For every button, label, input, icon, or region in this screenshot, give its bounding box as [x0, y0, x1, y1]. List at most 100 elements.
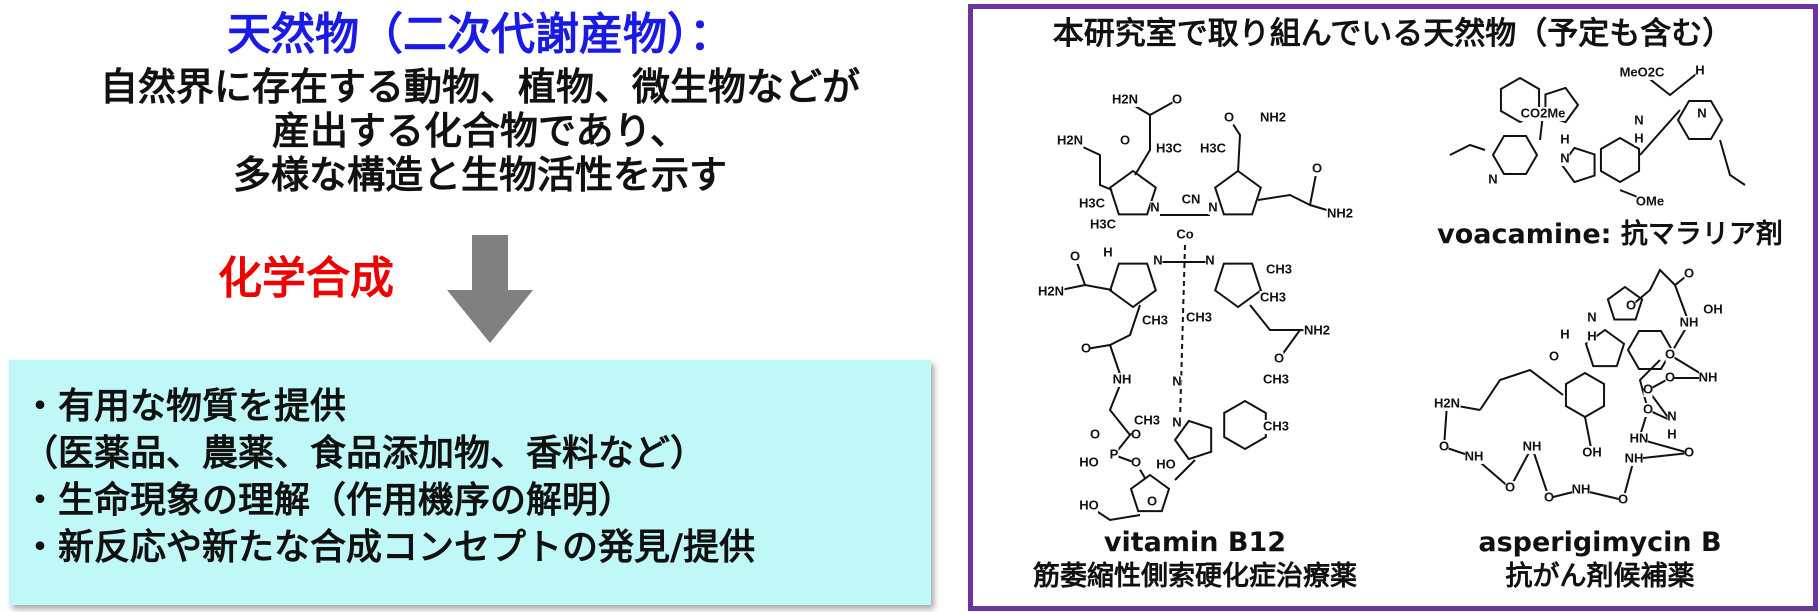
bond — [1641, 70, 1701, 97]
asperigimycin-atom-label: O — [1549, 348, 1559, 363]
vitamin-b12-atom-label: CH3 — [1260, 289, 1286, 304]
bond — [1112, 434, 1146, 479]
bond — [1630, 268, 1690, 307]
down-arrow-icon — [447, 235, 533, 343]
bond — [1639, 109, 1681, 156]
vitamin-b12-atom-label: HO — [1079, 454, 1099, 469]
vitamin-b12-atom-label: O — [1312, 160, 1322, 175]
vitamin-b12-atom-label: N — [1172, 414, 1181, 429]
asperigimycin-atom-label: OH — [1703, 301, 1723, 316]
vitamin-b12-atom-label: O — [1090, 426, 1100, 441]
voacamine-atom-label: N — [1697, 105, 1706, 120]
bond — [1449, 143, 1486, 156]
asperigimycin-atom-label: O — [1684, 265, 1694, 280]
bond — [1479, 368, 1564, 411]
voacamine-atom-label: H — [1560, 131, 1569, 146]
voacamine-atom-label: N — [1634, 112, 1643, 127]
pyrrole-ring — [1108, 169, 1158, 216]
pyrrole-ring — [1606, 285, 1644, 321]
bond — [1085, 304, 1141, 350]
asperigimycin-use: 抗がん剤候補薬 — [1505, 561, 1695, 592]
voacamine-atom-label: N — [1488, 171, 1497, 186]
vitamin-b12-atom-label: N — [1205, 252, 1214, 267]
pyrrole-ring — [1108, 262, 1158, 309]
asperigimycin-atom-label: NH — [1625, 450, 1644, 465]
vitamin-b12-atom-label: CH3 — [1266, 261, 1292, 276]
voacamine-caption: voacamine: 抗マラリア剤 — [1437, 219, 1783, 250]
vitamin-b12-atom-label: CN — [1182, 191, 1201, 206]
bond — [1069, 140, 1113, 191]
vitamin-b12-atom-label: HO — [1079, 497, 1099, 512]
vitamin-b12-atom-label: N — [1208, 199, 1217, 214]
benzene-ring — [1223, 399, 1267, 451]
asperigimycin-atom-label: O — [1626, 297, 1636, 312]
bond — [1638, 359, 1661, 411]
asperigimycin-atom-label: O — [1505, 479, 1515, 494]
benzene-ring — [1499, 76, 1541, 124]
benzene-ring — [1564, 371, 1606, 419]
vitamin-b12-atom-label: O — [1147, 493, 1157, 508]
bullet-item: ・生命現象の理解（作用機序の解明） — [22, 480, 635, 521]
asperigimycin-atom-label: NH — [1523, 438, 1542, 453]
vitamin-b12-atom-label: NH2 — [1304, 322, 1330, 337]
asperigimycin-atom-label: O — [1643, 381, 1653, 396]
asperigimycin-atom-label: O — [1544, 489, 1554, 504]
asperigimycin-atom-label: H2N — [1434, 395, 1460, 410]
bond — [1228, 117, 1242, 173]
vitamin-b12-atom-label: O — [1081, 340, 1091, 355]
vitamin-b12-atom-label: CH3 — [1263, 418, 1289, 433]
asperigimycin-atom-label: NH — [1572, 481, 1591, 496]
asperigimycin-atom-label: O — [1665, 346, 1675, 361]
imidazole-ring — [1173, 419, 1213, 461]
natural-products-title: 天然物（二次代謝産物）： — [227, 9, 733, 60]
voacamine-atom-label: CO2Me — [1521, 105, 1566, 120]
vitamin-b12-atom-label: H3C — [1090, 216, 1117, 231]
bond — [1719, 139, 1746, 186]
vitamin-b12-atom-label: HO — [1156, 456, 1176, 471]
description-line: 産出する化合物であり、 — [271, 109, 689, 153]
vitamin-b12-atom-label: H3C — [1079, 195, 1106, 210]
bond — [1646, 284, 1712, 421]
vitamin-b12-atom-label: H2N — [1057, 132, 1083, 147]
vitamin-b12-atom-label: N — [1172, 373, 1181, 388]
asperigimycin-atom-label: O — [1684, 444, 1694, 459]
asperigimycin-atom-label: O — [1665, 369, 1675, 384]
benzene-ring — [1599, 136, 1641, 184]
vitamin-b12-atom-label: N — [1153, 252, 1162, 267]
asperigimycin-atom-label: OH — [1582, 444, 1602, 459]
vitamin-b12-atom-label: N — [1150, 199, 1159, 214]
asperigimycin-atom-label: NH — [1699, 369, 1718, 384]
vitamin-b12-atom-label: H3C — [1156, 140, 1183, 155]
chemical-synthesis-label: 化学合成 — [218, 253, 394, 304]
asperigimycin-atom-label: O — [1439, 438, 1449, 453]
pyrrole-ring — [1544, 86, 1580, 124]
asperigimycin-atom-label: H — [1667, 426, 1676, 441]
asperigimycin-atom-label: N — [1667, 408, 1676, 423]
voacamine-atom-label: H — [1634, 130, 1643, 145]
vitamin-b12-atom-label: O — [1120, 132, 1130, 147]
asperigimycin-atom-label: HN — [1630, 430, 1649, 445]
asperigimycin-name: asperigimycin B — [1478, 527, 1722, 558]
pyrrole-ring — [1213, 169, 1263, 216]
panel-title: 本研究室で取り組んでいる天然物（予定も含む） — [1052, 16, 1734, 52]
asperigimycin-atom-label: NH — [1680, 314, 1699, 329]
voacamine-atom-label: OMe — [1636, 193, 1664, 208]
benefits-box — [9, 360, 931, 605]
description-line: 自然界に存在する動物、植物、微生物などが — [99, 65, 860, 109]
asperigimycin-atom-label: N — [1587, 309, 1596, 324]
vitamin-b12-atom-label: NH — [1113, 371, 1132, 386]
vitamin-b12-name: vitamin B12 — [1103, 527, 1287, 558]
piperidine-ring — [1676, 99, 1724, 141]
vitamin-b12-atom-label: H2N — [1038, 283, 1064, 298]
voacamine-atom-label: MeO2C — [1620, 64, 1665, 79]
research-panel — [968, 4, 1818, 611]
vitamin-b12-atom-label: CH3 — [1142, 312, 1168, 327]
asperigimycin-atom-label: H — [1587, 328, 1596, 343]
vitamin-b12-atom-label: Co — [1176, 226, 1193, 241]
bond — [1174, 459, 1196, 481]
vitamin-b12-atom-label: CH3 — [1134, 412, 1160, 427]
voacamine-atom-label: N — [1560, 150, 1569, 165]
bullet-item: ・新反応や新たな合成コンセプトの発見/提供 — [22, 527, 756, 568]
asperigimycin-atom-label: NH — [1465, 448, 1484, 463]
vitamin-b12-atom-label: P — [1110, 446, 1119, 461]
